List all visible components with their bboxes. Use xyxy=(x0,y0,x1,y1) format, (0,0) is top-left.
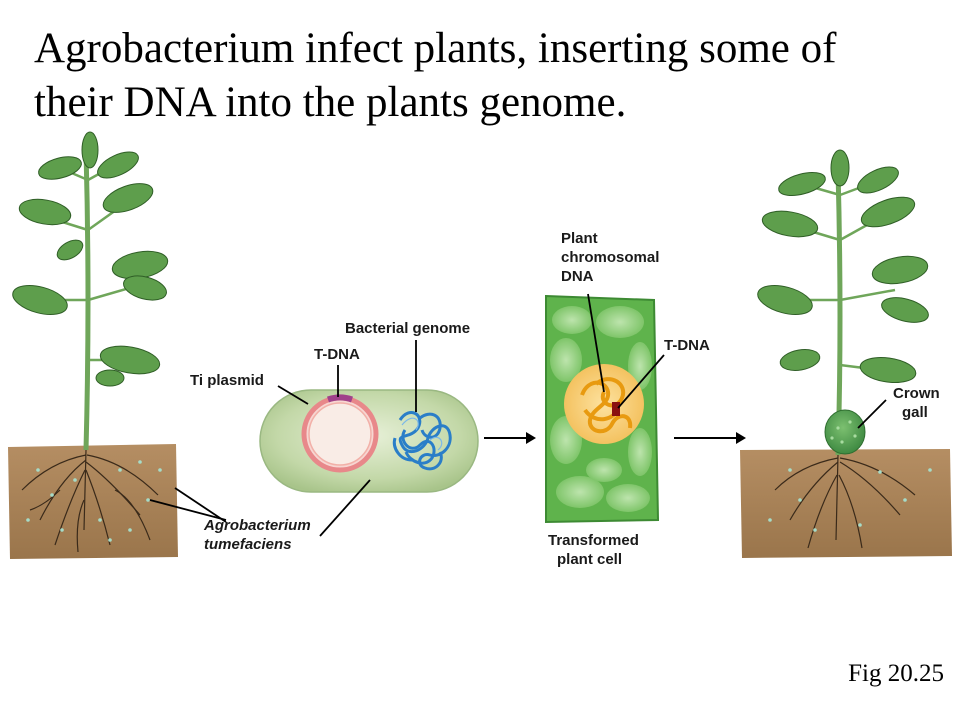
leader-lines xyxy=(149,293,887,537)
gall-texture xyxy=(830,420,857,444)
figure-caption: Fig 20.25 xyxy=(848,660,944,687)
label-transformed-1: Transformed xyxy=(548,532,639,549)
label-crown-gall-2: gall xyxy=(902,404,928,421)
right-plant xyxy=(740,149,952,558)
bacterial-genome xyxy=(392,411,452,471)
genome-lighter xyxy=(401,417,443,451)
slide-title: Agrobacterium infect plants, inserting s… xyxy=(34,22,934,130)
label-crown-gall-1: Crown xyxy=(893,385,940,402)
transformed-plant-cell xyxy=(545,294,660,524)
label-agrobacterium-1: Agrobacterium xyxy=(203,517,311,534)
process-arrow-1 xyxy=(484,432,536,444)
left-bacteria-dots xyxy=(26,460,162,542)
crown-gall xyxy=(824,409,866,455)
ti-plasmid-inner xyxy=(308,402,372,466)
cell-vacuole-patches xyxy=(550,306,652,512)
label-ti-plasmid: Ti plasmid xyxy=(190,372,264,389)
title-line-2: their DNA into the plants genome. xyxy=(34,79,627,126)
label-agrobacterium-2: tumefaciens xyxy=(204,536,292,553)
left-soil xyxy=(8,444,178,559)
left-roots xyxy=(21,449,159,553)
title-line-1: Agrobacterium infect plants, inserting s… xyxy=(34,25,837,72)
bacterium xyxy=(259,389,479,493)
t-dna-segment xyxy=(327,394,353,403)
right-leaves xyxy=(757,149,929,384)
label-plant-chrom-2: chromosomal xyxy=(561,249,659,266)
left-leaves xyxy=(12,131,169,387)
left-plant xyxy=(8,131,178,559)
label-t-dna-bacterium: T-DNA xyxy=(314,346,360,363)
process-arrow-2 xyxy=(674,432,746,444)
label-t-dna-cell: T-DNA xyxy=(664,337,710,354)
right-bacteria-dots xyxy=(768,468,932,532)
label-bacterial-genome: Bacterial genome xyxy=(345,320,470,337)
label-plant-chrom-3: DNA xyxy=(561,268,594,285)
right-soil xyxy=(740,449,952,558)
t-dna-insert xyxy=(612,402,620,416)
label-transformed-2: plant cell xyxy=(557,551,622,568)
label-plant-chrom-1: Plant xyxy=(561,230,598,247)
